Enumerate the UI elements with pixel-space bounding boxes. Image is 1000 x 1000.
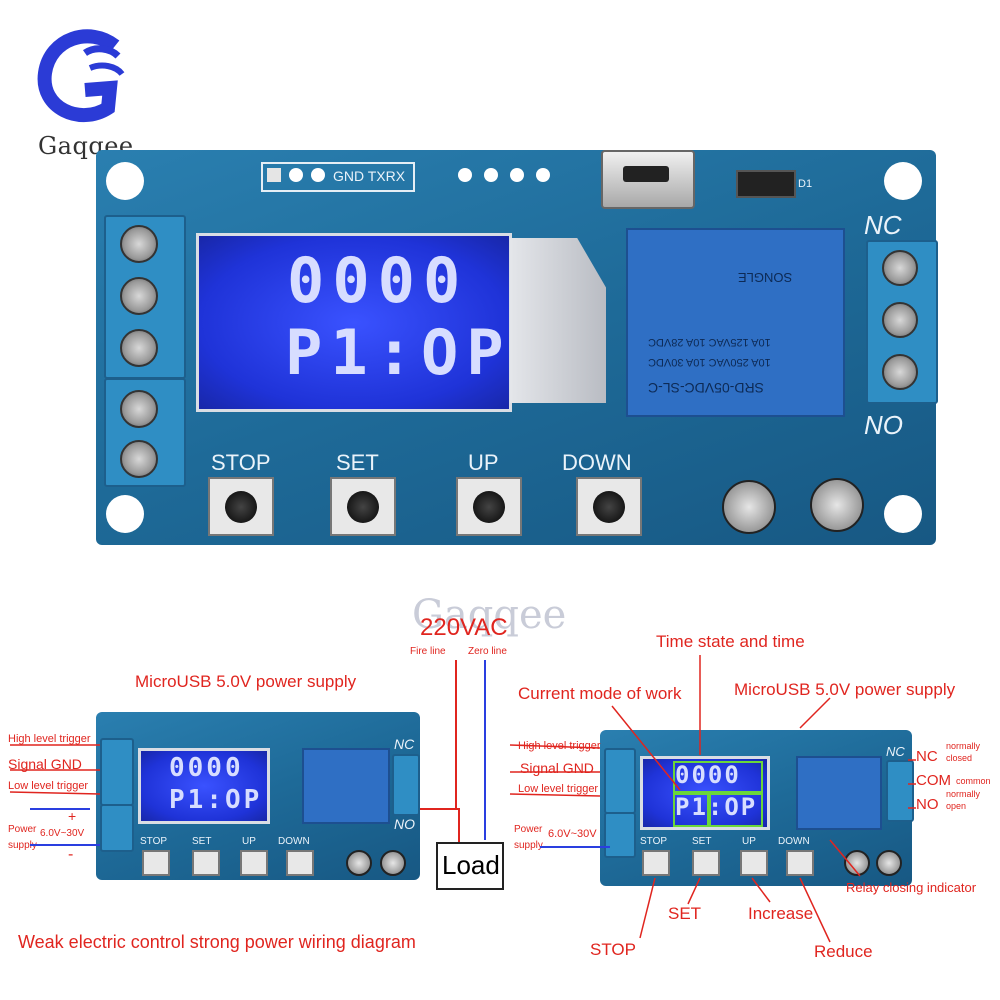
brand-logo-icon <box>37 29 125 123</box>
terminal-screw[interactable] <box>882 250 918 286</box>
diode-label: D1 <box>798 178 813 190</box>
power-supply-label: MicroUSB 5.0V power supply <box>135 672 357 691</box>
low-trigger-label: Low level trigger <box>8 780 89 792</box>
no-label: NO <box>864 410 903 440</box>
up-button[interactable] <box>456 477 522 536</box>
terminal-screw[interactable] <box>120 225 158 263</box>
stop-label: STOP <box>211 450 271 475</box>
relay-indicator-label: Relay closing indicator <box>846 880 977 895</box>
down-button[interactable] <box>576 477 642 536</box>
capacitor <box>810 478 864 532</box>
header-label: GND TXRX <box>333 168 406 184</box>
lcd-line2: P1:OP <box>285 316 512 389</box>
lcd-display: 0000 P1:OP <box>196 233 512 412</box>
mount-hole <box>106 162 144 200</box>
mount-hole <box>884 495 922 533</box>
time-state-label: Time state and time <box>656 632 805 651</box>
set-fn-label: SET <box>668 904 702 923</box>
down-label: DOWN <box>562 450 632 475</box>
com-desc-label: common <box>956 776 991 786</box>
no-desc-label: normally open <box>946 789 981 811</box>
fn-supply-label: supply <box>514 840 543 851</box>
main-board: GND TXRX D1 0000 P1:OP SRD-05VDC-SL-C 10… <box>96 150 938 545</box>
fn-voltage-label: 6.0V~30V <box>548 828 597 840</box>
fire-line-label: Fire line <box>410 646 446 657</box>
terminal-screw[interactable] <box>882 302 918 338</box>
fn-power-supply-label: MicroUSB 5.0V power supply <box>734 680 956 699</box>
load-label: Load <box>442 850 500 880</box>
wiring-board: 0000 P1:OP NC NO STOP SET UP DOWN <box>96 712 420 880</box>
mount-hole <box>106 495 144 533</box>
header-pins: GND TXRX <box>261 162 415 192</box>
stop-button[interactable] <box>208 477 274 536</box>
brand-logo: Gaqqee <box>30 28 160 168</box>
terminal-screw[interactable] <box>882 354 918 390</box>
voltage-range-label: 6.0V~30V <box>40 828 85 839</box>
relay-terminal-block <box>866 240 938 404</box>
load-box: Load <box>436 842 504 890</box>
time-highlight <box>673 761 763 793</box>
plus-label: + <box>68 808 77 824</box>
fn-low-trigger-label: Low level trigger <box>518 783 599 795</box>
zero-line-label: Zero line <box>468 646 507 657</box>
no-term-label: NO <box>916 796 939 813</box>
mode-highlight <box>673 793 711 827</box>
terminal-screw[interactable] <box>120 440 158 478</box>
nc-desc-label: normally closed <box>946 741 981 763</box>
stop-fn-label: STOP <box>590 940 636 959</box>
signal-gnd-label: Signal GND <box>8 756 82 772</box>
terminal-screw[interactable] <box>120 277 158 315</box>
supply-label: supply <box>8 840 37 851</box>
function-board: 0000 P1:OP NC STOP SET UP DOWN <box>600 730 914 886</box>
fn-power-label: Power <box>514 824 543 835</box>
wiring-caption: Weak electric control strong power wirin… <box>18 932 416 952</box>
watermark: Gaqqee <box>412 592 567 638</box>
com-term-label: COM <box>916 772 951 789</box>
voltage-label: 220VAC <box>420 614 508 641</box>
high-trigger-label: High level trigger <box>8 733 91 745</box>
input-terminal-block <box>104 215 186 379</box>
power-label: Power <box>8 824 37 835</box>
capacitor <box>722 480 776 534</box>
minus-label: - <box>68 846 74 863</box>
terminal-screw[interactable] <box>120 329 158 367</box>
increase-fn-label: Increase <box>748 904 814 923</box>
lcd-line1: 0000 <box>287 244 469 317</box>
function-board-lcd: 0000 P1:OP <box>640 756 770 830</box>
wiring-board-lcd: 0000 P1:OP <box>138 748 270 824</box>
power-terminal-block <box>104 378 186 487</box>
set-button[interactable] <box>330 477 396 536</box>
up-label: UP <box>468 450 499 475</box>
current-mode-label: Current mode of work <box>518 684 682 703</box>
relay: SRD-05VDC-SL-C 10A 250VAC 10A 30VDC 10A … <box>626 228 845 417</box>
mount-hole <box>884 162 922 200</box>
nc-term-label: NC <box>916 748 938 765</box>
set-label: SET <box>336 450 379 475</box>
lcd-backlight <box>510 238 606 403</box>
microusb-port[interactable] <box>601 150 695 209</box>
terminal-screw[interactable] <box>120 390 158 428</box>
reduce-fn-label: Reduce <box>814 942 873 961</box>
nc-label: NC <box>864 210 902 240</box>
diode <box>736 170 796 198</box>
